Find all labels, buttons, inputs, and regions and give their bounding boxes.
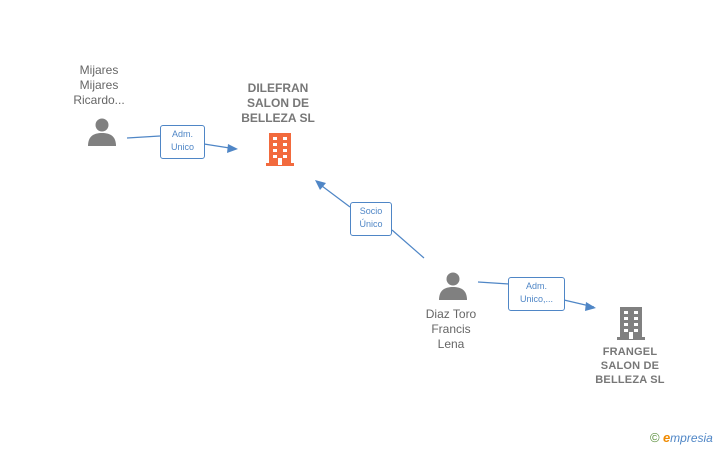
brand-name: mpresia (670, 431, 713, 445)
edge-diaz-dilefran (317, 182, 425, 259)
person-name-line-2: Mijares (79, 78, 119, 92)
edge-label-diaz-dilefran[interactable]: Socio Único (350, 202, 392, 236)
person-name-line-3: Ricardo... (73, 93, 125, 107)
company-name-line-3: BELLEZA SL (241, 111, 315, 125)
arrowhead-dilefran-from-mijares (227, 144, 238, 153)
company-name-line-2: SALON DE (246, 96, 309, 110)
company-name-line-2: SALON DE (600, 360, 660, 372)
edge-role-line-1: Socio (359, 206, 383, 216)
company-name-line-1: DILEFRAN (247, 81, 309, 95)
company-name-line-1: FRANGEL (602, 346, 658, 358)
node-company-dilefran[interactable]: DILEFRAN SALON DE BELLEZA SL (222, 81, 334, 126)
person-name-line-2: Francis (431, 322, 471, 336)
node-person-diaz[interactable]: Diaz Toro Francis Lena (408, 307, 494, 352)
building-icon[interactable] (264, 131, 296, 167)
edge-role-line-1: Adm. (171, 129, 193, 139)
person-name-line-3: Lena (437, 337, 465, 351)
copyright-symbol: © (650, 430, 660, 445)
building-icon[interactable] (615, 305, 647, 341)
edge-role-line-2: Único (359, 219, 383, 229)
person-name-line-1: Diaz Toro (425, 307, 477, 321)
edge-role-line-1: Adm. (525, 281, 547, 291)
edge-label-mijares-dilefran[interactable]: Adm. Unico (160, 125, 205, 159)
company-name-line-3: BELLEZA SL (595, 374, 665, 386)
edge-label-diaz-frangel[interactable]: Adm. Unico,... (508, 277, 565, 311)
person-name-line-1: Mijares (79, 63, 119, 77)
arrowhead-frangel-from-diaz (585, 302, 596, 311)
person-icon[interactable] (87, 117, 117, 147)
edge-role-line-2: Unico (170, 142, 194, 152)
empresia-watermark: © empresia (650, 430, 713, 445)
node-person-mijares[interactable]: Mijares Mijares Ricardo... (58, 63, 140, 108)
edge-role-line-2: Unico,... (519, 294, 553, 304)
person-icon[interactable] (438, 271, 468, 301)
node-company-frangel[interactable]: FRANGEL SALON DE BELLEZA SL (576, 345, 684, 387)
brand-initial: e (662, 430, 671, 445)
arrowhead-dilefran-from-diaz (315, 180, 326, 190)
